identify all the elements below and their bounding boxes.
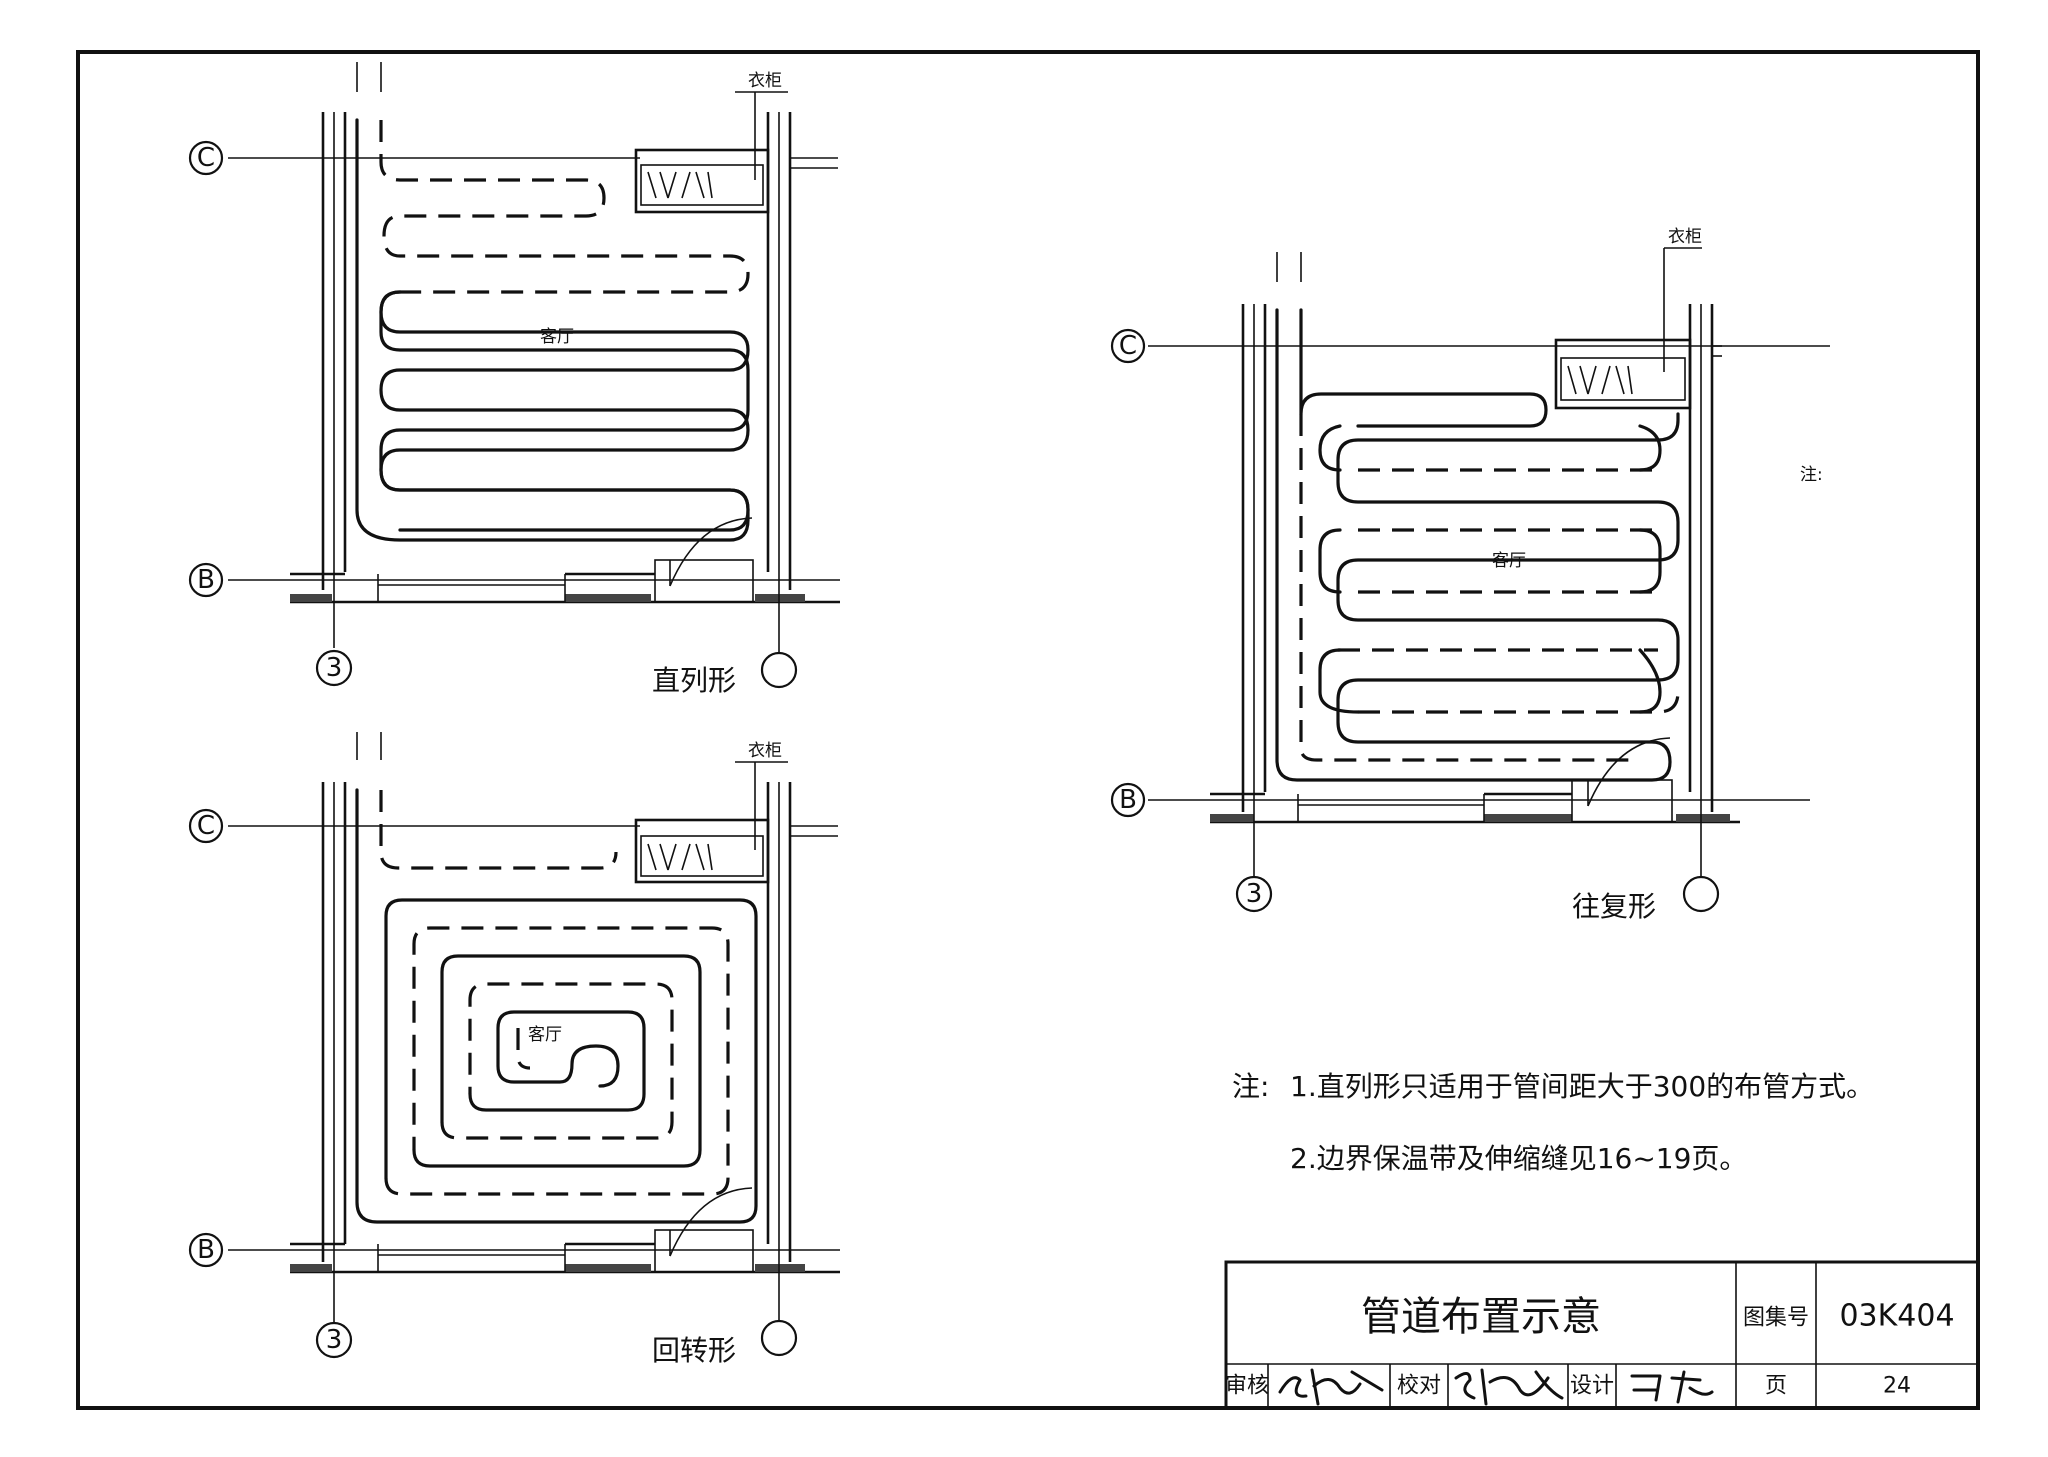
axis-b-label: B (197, 1235, 215, 1265)
axis-b-label: B (197, 565, 215, 595)
check-signature (1454, 1368, 1564, 1406)
check-label: 校对 (1397, 1374, 1441, 1399)
atlas-number: 03K404 (1839, 1299, 1954, 1334)
design-signature (1630, 1370, 1714, 1404)
axis-3-label: 3 (326, 653, 343, 683)
plan-reciprocating: 衣柜 客厅 C B 3 往复形 (1110, 227, 1830, 923)
axis-4-bubble (760, 651, 798, 689)
note-1: 1.直列形只适用于管间距大于300的布管方式。 (1290, 1070, 1874, 1103)
wardrobe-label: 衣柜 (1668, 227, 1702, 247)
axis-b-label: B (1119, 785, 1137, 815)
axis-c-label: C (197, 143, 215, 173)
wardrobe-label: 衣柜 (748, 741, 782, 761)
wardrobe-label: 衣柜 (748, 71, 782, 91)
axis-c-label: C (197, 811, 215, 841)
room-label: 客厅 (528, 1025, 562, 1045)
title-block: 管道布置示意 图集号 03K404 审核 校对 设计 页 24 (1224, 1260, 1980, 1410)
plan-title: 回转形 (652, 1334, 736, 1367)
plan-title: 直列形 (652, 664, 736, 697)
axis-3-label: 3 (326, 1325, 343, 1355)
notes: 注: 1.直列形只适用于管间距大于300的布管方式。 2.边界保温带及伸缩缝见1… (1232, 1070, 1874, 1175)
room-label: 客厅 (1492, 551, 1526, 571)
drawing-title: 管道布置示意 (1361, 1294, 1601, 1340)
plan-title: 往复形 (1572, 890, 1656, 923)
design-label: 设计 (1570, 1374, 1614, 1399)
sheet-border (76, 50, 1980, 1410)
review-label: 审核 (1225, 1374, 1269, 1399)
page-label: 页 (1765, 1374, 1787, 1399)
axis-4-bubble (760, 1319, 798, 1357)
plan-straight: 衣柜 客厅 C B 3 直列形 (188, 62, 840, 697)
room-label: 客厅 (540, 327, 574, 347)
page-number: 24 (1883, 1374, 1911, 1399)
note-2: 2.边界保温带及伸缩缝见16~19页。 (1290, 1142, 1747, 1175)
review-signature (1278, 1368, 1384, 1406)
axis-c-label: C (1119, 331, 1137, 361)
note-prefix: 注: (1232, 1070, 1269, 1103)
axis-4-bubble (1682, 875, 1720, 913)
axis-3-label: 3 (1246, 879, 1263, 909)
plan-spiral: 衣柜 客厅 C B 3 回转形 (188, 732, 840, 1367)
atlas-label: 图集号 (1743, 1306, 1809, 1331)
stray-note-label: 注: (1800, 465, 1823, 485)
